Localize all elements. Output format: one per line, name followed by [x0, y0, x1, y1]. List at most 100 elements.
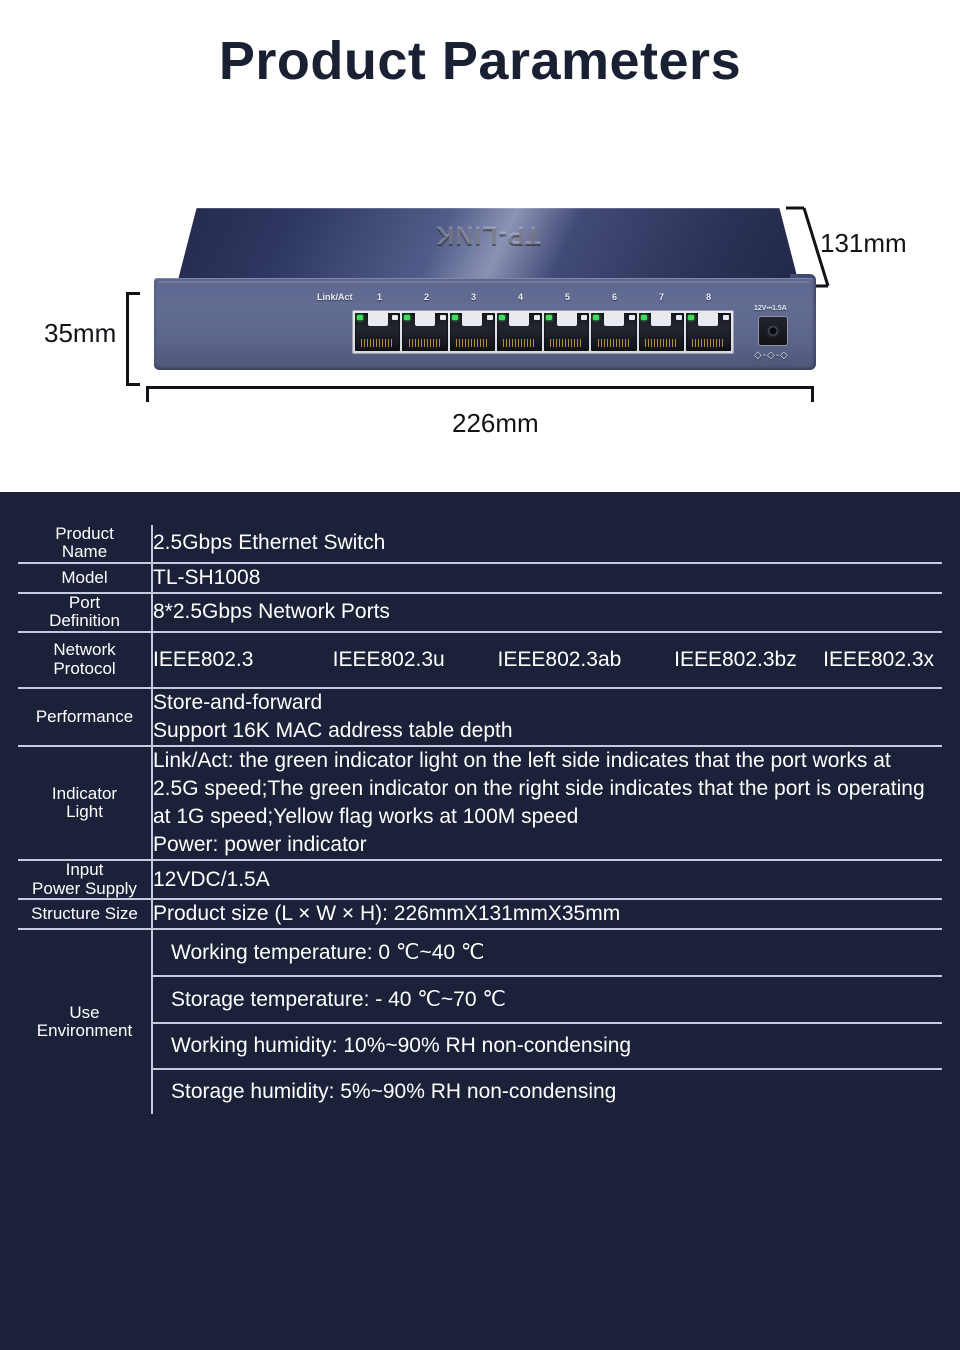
width-caliper	[146, 386, 814, 402]
protocol-item: IEEE802.3bz	[674, 647, 797, 671]
tp-link-logo: TP-LINK	[435, 221, 541, 250]
table-row: Use Environment Working temperature: 0 ℃…	[18, 928, 942, 1115]
port-tab	[698, 313, 719, 326]
table-row: Structure Size Product size (L × W × H):…	[18, 898, 942, 930]
env-storage-temperature: Storage temperature: - 40 ℃~70 ℃	[153, 975, 942, 1024]
row-label-network-protocol: Network Protocol	[18, 630, 153, 688]
row-label-indicator-light: Indicator Light	[18, 744, 153, 861]
row-value-indicator-light: Link/Act: the green indicator light on t…	[152, 744, 942, 861]
env-working-temperature: Working temperature: 0 ℃~40 ℃	[171, 941, 485, 965]
env-working-humidity: Working humidity: 10%~90% RH non-condens…	[153, 1022, 942, 1070]
spec-table-panel: Product Name 2.5Gbps Ethernet Switch Mod…	[0, 492, 960, 1350]
port-label-3: 3	[471, 292, 477, 302]
port-tab	[462, 313, 483, 326]
row-label-structure-size: Structure Size	[18, 898, 153, 930]
row-label-input-power-supply: Input Power Supply	[18, 859, 153, 900]
table-row: Storage temperature: - 40 ℃~70 ℃	[153, 975, 942, 1024]
port-pins	[361, 339, 394, 347]
row-value-structure-size: Product size (L × W × H): 226mmX131mmX35…	[152, 898, 942, 930]
port-label-5: 5	[565, 292, 571, 302]
table-row: Network Protocol IEEE802.3 IEEE802.3u IE…	[18, 630, 942, 688]
row-value-port-definition: 8*2.5Gbps Network Ports	[152, 591, 942, 632]
row-value-product-name: 2.5Gbps Ethernet Switch	[153, 531, 386, 555]
rj45-port-5	[544, 313, 590, 351]
port-pins	[503, 339, 536, 347]
led-white-icon	[534, 315, 540, 320]
rj45-port-block	[352, 310, 734, 354]
row-value-network-protocol: IEEE802.3 IEEE802.3u IEEE802.3ab IEEE802…	[152, 630, 942, 688]
port-label-4: 4	[518, 292, 524, 302]
table-row: Working temperature: 0 ℃~40 ℃	[153, 930, 942, 976]
protocol-item: IEEE802.3u	[332, 647, 445, 671]
row-label-performance: Performance	[18, 686, 153, 746]
row-label-use-environment: Use Environment	[18, 928, 153, 1115]
rj45-port-3	[449, 313, 495, 351]
port-label-1: 1	[377, 292, 383, 302]
led-white-icon	[723, 315, 729, 320]
table-row: Performance Store-and-forward Support 16…	[18, 686, 942, 746]
port-label-strip: Link/Act 1 2 3 4 5 6 7 8	[317, 292, 717, 306]
led-green-icon	[640, 315, 647, 320]
led-green-icon	[357, 315, 363, 320]
table-row: Model TL-SH1008	[18, 561, 942, 593]
row-label-product-name: Product Name	[18, 524, 153, 563]
rj45-port-2	[402, 313, 448, 351]
led-green-icon	[451, 315, 458, 320]
page-title: Product Parameters	[218, 31, 742, 91]
led-green-icon	[593, 315, 600, 320]
led-green-icon	[546, 315, 552, 320]
protocol-list: IEEE802.3 IEEE802.3u IEEE802.3ab IEEE802…	[153, 646, 942, 674]
port-tab	[556, 313, 577, 326]
led-white-icon	[486, 315, 493, 320]
row-value-input-power-supply: 12VDC/1.5A	[152, 859, 942, 900]
led-green-icon	[498, 315, 505, 320]
rj45-port-4	[496, 313, 542, 351]
led-white-icon	[581, 315, 588, 320]
port-pins	[455, 339, 489, 347]
port-tab	[414, 313, 435, 326]
port-pins	[408, 339, 442, 347]
port-label-2: 2	[424, 292, 430, 302]
row-value-performance: Store-and-forward Support 16K MAC addres…	[152, 686, 942, 746]
port-tab	[509, 313, 530, 326]
device-front-panel: Link/Act 1 2 3 4 5 6 7 8	[154, 278, 814, 370]
port-pins	[597, 339, 631, 347]
protocol-item: IEEE802.3ab	[497, 647, 622, 671]
use-environment-subtable: Working temperature: 0 ℃~40 ℃ Storage te…	[153, 930, 942, 1115]
led-white-icon	[392, 315, 399, 320]
led-green-icon	[404, 315, 411, 320]
rj45-port-1	[355, 313, 401, 351]
table-row: Indicator Light Link/Act: the green indi…	[18, 744, 942, 861]
height-caliper	[126, 292, 140, 386]
power-jack-icon	[758, 316, 788, 346]
port-pins	[550, 339, 583, 347]
protocol-item: IEEE802.3	[153, 647, 254, 671]
led-white-icon	[628, 315, 635, 320]
dimension-width-label: 226mm	[452, 408, 539, 438]
table-row: Product Name 2.5Gbps Ethernet Switch	[18, 524, 942, 563]
spec-table: Product Name 2.5Gbps Ethernet Switch Mod…	[18, 524, 942, 1115]
row-value-use-environment: Working temperature: 0 ℃~40 ℃ Storage te…	[152, 928, 942, 1115]
table-row: Input Power Supply 12VDC/1.5A	[18, 859, 942, 900]
port-label-8: 8	[706, 292, 712, 302]
led-white-icon	[675, 315, 682, 320]
table-row: Working humidity: 10%~90% RH non-condens…	[153, 1022, 942, 1070]
row-label-model: Model	[18, 561, 153, 593]
port-pins	[644, 339, 678, 347]
port-tab	[651, 313, 672, 326]
port-label-6: 6	[612, 292, 618, 302]
port-pins	[692, 339, 725, 347]
product-photo-area: 35mm 226mm 131mm TP-LINK Link/Act 1 2	[0, 180, 960, 490]
dimension-depth-label: 131mm	[820, 228, 907, 258]
power-input-label: 12V⎓1.5A	[754, 305, 787, 312]
port-tab	[603, 313, 624, 326]
table-row: Storage humidity: 5%~90% RH non-condensi…	[153, 1068, 942, 1115]
led-green-icon	[687, 315, 694, 320]
table-row: Port Definition 8*2.5Gbps Network Ports	[18, 591, 942, 632]
row-label-port-definition: Port Definition	[18, 591, 153, 632]
env-storage-humidity: Storage humidity: 5%~90% RH non-condensi…	[153, 1068, 942, 1115]
device-top-face: TP-LINK	[178, 208, 798, 280]
power-polarity-symbol: ◇-◇-◇	[754, 350, 789, 361]
rj45-port-7	[638, 313, 684, 351]
